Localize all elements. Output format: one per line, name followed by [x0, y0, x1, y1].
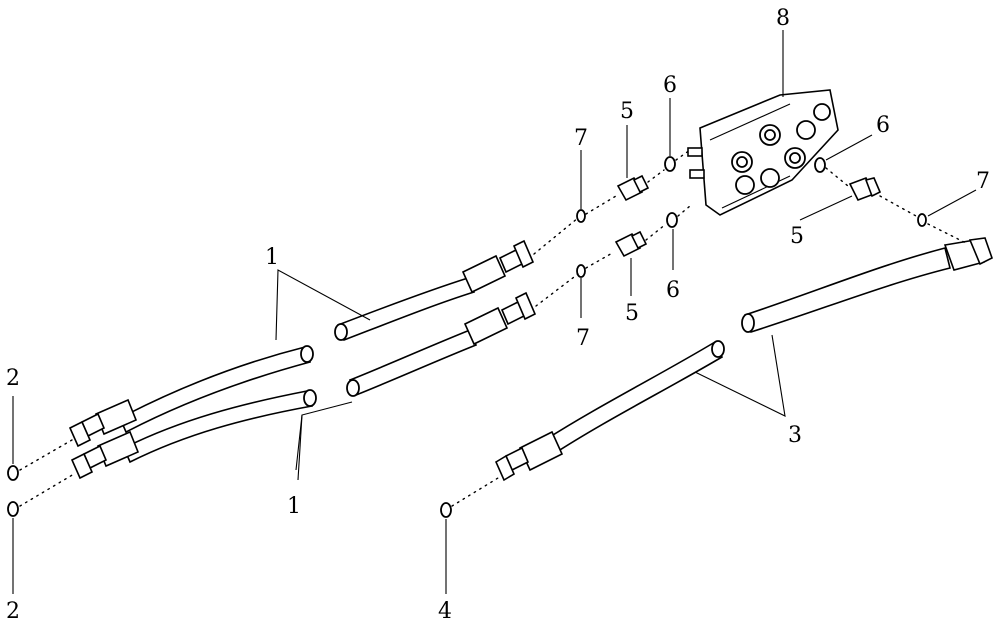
callout-item-5-right: 5	[790, 224, 804, 249]
callout-item-1-upper: 1	[265, 245, 279, 270]
fitting-right	[848, 176, 882, 202]
hose-upper	[68, 239, 535, 448]
callout-item-4: 4	[438, 599, 452, 624]
callout-item-6-upper: 6	[663, 73, 677, 98]
callout-labels: 1 1 2 2 3 4 5 5 5 6 6 6 7 7 7 8	[6, 6, 990, 624]
callout-item-6-right: 6	[876, 113, 890, 138]
callout-item-2-top: 2	[6, 366, 20, 391]
callout-item-1-lower: 1	[287, 494, 301, 519]
control-valve	[687, 89, 839, 216]
assembly-lines	[19, 149, 969, 507]
callout-item-3: 3	[788, 423, 802, 448]
fitting-lower	[614, 230, 648, 258]
callout-item-2-bottom: 2	[6, 599, 20, 624]
leader-lines	[12, 30, 977, 594]
callout-item-7-right: 7	[976, 169, 990, 194]
callout-item-5-upper: 5	[620, 99, 634, 124]
hose-lower	[70, 291, 537, 480]
callout-item-7-upper: 7	[574, 126, 588, 151]
callout-item-8: 8	[776, 6, 790, 31]
o-rings	[7, 156, 927, 518]
hose-right	[494, 237, 993, 482]
leader-lines-item-1	[275, 269, 371, 481]
fitting-upper	[616, 174, 650, 202]
callout-item-6-lower: 6	[666, 278, 680, 303]
callout-item-7-lower: 7	[576, 326, 590, 351]
callout-item-5-lower: 5	[625, 301, 639, 326]
